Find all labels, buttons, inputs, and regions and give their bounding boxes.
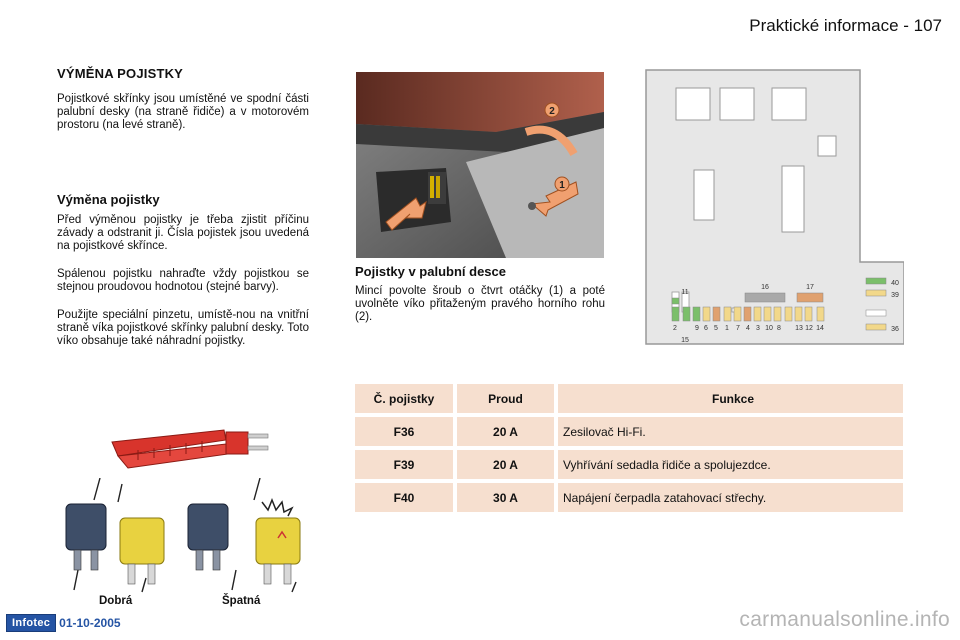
- diagram-label: 2: [673, 325, 677, 332]
- diagram-label: 14: [816, 325, 824, 332]
- callout-2: 2: [549, 106, 555, 117]
- fuse-table: Č. pojistky Proud Funkce F36 20 A Zesilo…: [355, 384, 903, 516]
- fuse-number-cell: F40: [355, 483, 453, 512]
- diagram-label: 7: [736, 325, 740, 332]
- paragraph-cause: Před výměnou pojistky je třeba zjistit p…: [57, 214, 309, 253]
- section-title: VÝMĚNA POJISTKY: [57, 66, 184, 81]
- header-current: Proud: [457, 384, 554, 413]
- diagram-label: 10: [765, 325, 773, 332]
- diagram-label: 16: [761, 284, 769, 291]
- good-fuse-label: Dobrá: [99, 595, 133, 607]
- page-header: Praktické informace - 107: [749, 16, 942, 35]
- good-bad-fuses-illustration: [65, 478, 301, 593]
- watermark: carmanualsonline.info: [739, 608, 950, 631]
- current-cell: 20 A: [457, 450, 554, 479]
- fusebox-diagram: 11 16 17 2 9 6 5 1 7 4 3 10 8 13 12 14 1…: [645, 69, 904, 345]
- table-row: F40 30 A Napájení čerpadla zatahovací st…: [355, 483, 903, 512]
- diagram-label: 36: [891, 326, 899, 333]
- diagram-label: 11: [681, 289, 688, 296]
- diagram-label: 3: [756, 325, 760, 332]
- diagram-label: 39: [891, 292, 899, 299]
- table-row: F36 20 A Zesilovač Hi-Fi.: [355, 417, 903, 446]
- diagram-label: 40: [891, 280, 899, 287]
- footer-logo: Infotec 01-10-2005: [6, 614, 121, 632]
- dashboard-fuses-text: Mincí povolte šroub o čtvrt otáčky (1) a…: [355, 285, 605, 324]
- current-cell: 20 A: [457, 417, 554, 446]
- diagram-label: 9: [695, 325, 699, 332]
- dashboard-fusebox-photo: 1 2: [356, 72, 604, 258]
- paragraph-tweezers: Použijte speciální pinzetu, umístě-nou n…: [57, 309, 309, 348]
- subsection-title: Výměna pojistky: [57, 192, 160, 207]
- diagram-label: 4: [746, 325, 750, 332]
- fuse-number-cell: F36: [355, 417, 453, 446]
- footer-date: 01-10-2005: [59, 616, 121, 630]
- paragraph-replace: Spálenou pojistku nahraďte vždy pojistko…: [57, 268, 309, 294]
- fuse-tweezers-illustration: [111, 429, 269, 469]
- diagram-label: 12: [805, 325, 813, 332]
- table-header-row: Č. pojistky Proud Funkce: [355, 384, 903, 413]
- diagram-label: 1: [725, 325, 729, 332]
- header-function: Funkce: [558, 384, 903, 413]
- diagram-label: 15: [681, 337, 689, 344]
- callout-1: 1: [559, 180, 565, 191]
- function-cell: Zesilovač Hi-Fi.: [558, 417, 903, 446]
- infotec-logo: Infotec: [6, 614, 57, 632]
- diagram-label: 6: [704, 325, 708, 332]
- dashboard-fuses-title: Pojistky v palubní desce: [355, 264, 506, 279]
- intro-paragraph: Pojistkové skřínky jsou umístěné ve spod…: [57, 93, 309, 132]
- diagram-label: 17: [806, 284, 814, 291]
- current-cell: 30 A: [457, 483, 554, 512]
- diagram-label: 13: [795, 325, 803, 332]
- bad-fuse-label: Špatná: [222, 595, 261, 607]
- header-fuse-number: Č. pojistky: [355, 384, 453, 413]
- table-row: F39 20 A Vyhřívání sedadla řidiče a spol…: [355, 450, 903, 479]
- diagram-label: 5: [714, 325, 718, 332]
- function-cell: Vyhřívání sedadla řidiče a spolujezdce.: [558, 450, 903, 479]
- diagram-label: 8: [777, 325, 781, 332]
- fuse-number-cell: F39: [355, 450, 453, 479]
- function-cell: Napájení čerpadla zatahovací střechy.: [558, 483, 903, 512]
